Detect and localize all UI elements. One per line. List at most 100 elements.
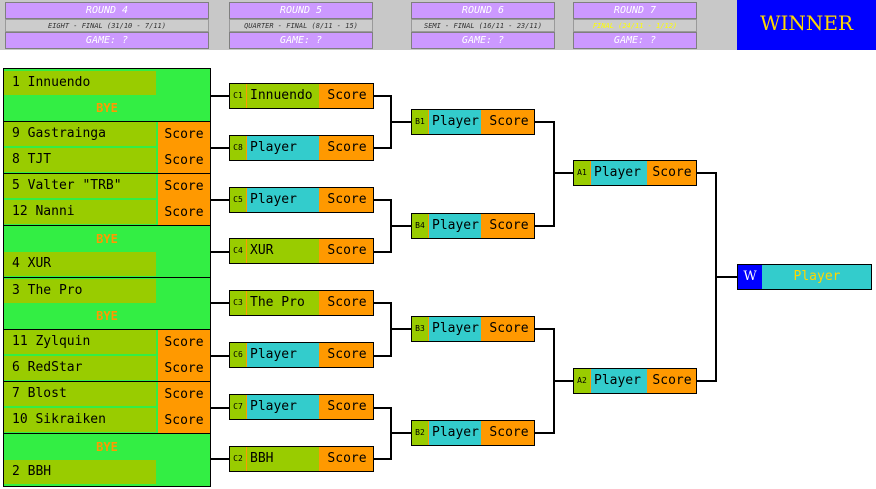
match-id: C1 [230, 84, 246, 108]
r4-pair-2: 9 Gastrainga Score 8 TJT Score [3, 121, 211, 175]
team-name: 2 BBH [4, 460, 156, 484]
round-5-game: GAME: ? [229, 32, 373, 49]
match-score[interactable]: Score [327, 192, 367, 207]
team-name: 4 XUR [4, 252, 156, 276]
match-c6[interactable]: C6 Player Score [229, 342, 374, 368]
team-name: 3 The Pro [4, 279, 156, 303]
match-score[interactable]: Score [327, 399, 367, 414]
r4-pair-5: 3 The Pro BYE [3, 277, 211, 331]
round-7-dates: FINAL (24/11 - 1/12) [573, 19, 697, 32]
round-7-title: ROUND 7 [573, 2, 697, 19]
match-id: C7 [230, 395, 246, 419]
match-id: A1 [574, 161, 590, 185]
team-name: 11 Zylquin [4, 330, 156, 354]
match-c4[interactable]: C4 XUR Score [229, 238, 374, 264]
round-6-dates: SEMI - FINAL (16/11 - 23/11) [411, 19, 555, 32]
player-name: The Pro [247, 291, 319, 315]
r4-pair-7: 7 Blost Score 10 Sikraiken Score [3, 381, 211, 435]
round-7-game: GAME: ? [573, 32, 697, 49]
player-name: Player [247, 395, 319, 419]
player-name: Player [429, 317, 481, 341]
team-name: 9 Gastrainga [4, 122, 156, 146]
team-name: 10 Sikraiken [4, 408, 156, 432]
winner-slot[interactable]: W Player [737, 264, 872, 290]
match-score[interactable]: Score [489, 425, 529, 440]
match-score[interactable]: Score [652, 165, 692, 180]
team-name: 6 RedStar [4, 356, 156, 380]
match-id: C3 [230, 291, 246, 315]
match-a2[interactable]: A2 Player Score [573, 368, 697, 394]
winner-name: Player [793, 269, 841, 284]
team-name: 8 TJT [4, 148, 156, 172]
r4-pair-1: 1 Innuendo BYE [3, 68, 211, 122]
match-b1[interactable]: B1 Player Score [411, 109, 535, 135]
match-b2[interactable]: B2 Player Score [411, 420, 535, 446]
match-score[interactable]: Score [327, 451, 367, 466]
match-b4[interactable]: B4 Player Score [411, 213, 535, 239]
match-id: C8 [230, 136, 246, 160]
winner-title: WINNER [737, 0, 876, 50]
match-c3[interactable]: C3 The Pro Score [229, 290, 374, 316]
match-score[interactable]: Score [327, 295, 367, 310]
match-c1[interactable]: C1 Innuendo Score [229, 83, 374, 109]
match-a1[interactable]: A1 Player Score [573, 160, 697, 186]
round-4-title: ROUND 4 [5, 2, 209, 19]
match-score[interactable]: Score [489, 114, 529, 129]
team-name: 7 Blost [4, 382, 156, 406]
match-c8[interactable]: C8 Player Score [229, 135, 374, 161]
match-id: C4 [230, 239, 246, 263]
player-name: Player [247, 343, 319, 367]
round-6-title: ROUND 6 [411, 2, 555, 19]
match-score[interactable]: Score [327, 88, 367, 103]
player-name: Player [429, 110, 481, 134]
round-4-game: GAME: ? [5, 32, 209, 49]
team-score[interactable]: Score [158, 174, 210, 200]
player-name: Player [591, 161, 647, 185]
match-b3[interactable]: B3 Player Score [411, 316, 535, 342]
team-score[interactable]: Score [158, 382, 210, 408]
team-score[interactable]: Score [158, 200, 210, 226]
match-c5[interactable]: C5 Player Score [229, 187, 374, 213]
player-name: Player [429, 421, 481, 445]
match-c7[interactable]: C7 Player Score [229, 394, 374, 420]
bye-label: BYE [96, 309, 118, 323]
round-5-title: ROUND 5 [229, 2, 373, 19]
round-6-game: GAME: ? [411, 32, 555, 49]
match-score[interactable]: Score [327, 347, 367, 362]
player-name: Player [429, 214, 481, 238]
match-score[interactable]: Score [489, 321, 529, 336]
team-name: 1 Innuendo [4, 71, 156, 95]
round-5-dates: QUARTER - FINAL (8/11 - 15) [229, 19, 373, 32]
winner-badge: W [738, 265, 762, 289]
r4-pair-4: BYE 4 XUR [3, 225, 211, 279]
r4-pair-6: 11 Zylquin Score 6 RedStar Score [3, 329, 211, 383]
round-4-dates: EIGHT - FINAL (31/10 - 7/11) [5, 19, 209, 32]
team-score[interactable]: Score [158, 148, 210, 174]
team-score[interactable]: Score [158, 330, 210, 356]
team-name: 5 Valter "TRB" [4, 174, 156, 198]
match-id: B1 [412, 110, 428, 134]
team-score[interactable]: Score [158, 122, 210, 148]
player-name: Player [247, 136, 319, 160]
player-name: Innuendo [247, 84, 319, 108]
match-id: B2 [412, 421, 428, 445]
player-name: Player [247, 188, 319, 212]
match-id: B4 [412, 214, 428, 238]
team-name: 12 Nanni [4, 200, 156, 224]
team-score[interactable]: Score [158, 408, 210, 434]
match-id: C6 [230, 343, 246, 367]
player-name: BBH [247, 447, 319, 471]
bye-label: BYE [96, 440, 118, 454]
player-name: Player [591, 369, 647, 393]
match-score[interactable]: Score [652, 373, 692, 388]
match-id: A2 [574, 369, 590, 393]
match-score[interactable]: Score [489, 218, 529, 233]
match-score[interactable]: Score [327, 243, 367, 258]
match-id: C2 [230, 447, 246, 471]
r4-pair-3: 5 Valter "TRB" Score 12 Nanni Score [3, 173, 211, 227]
match-score[interactable]: Score [327, 140, 367, 155]
team-score[interactable]: Score [158, 356, 210, 382]
match-id: C5 [230, 188, 246, 212]
match-c2[interactable]: C2 BBH Score [229, 446, 374, 472]
r4-pair-8: BYE 2 BBH [3, 433, 211, 487]
